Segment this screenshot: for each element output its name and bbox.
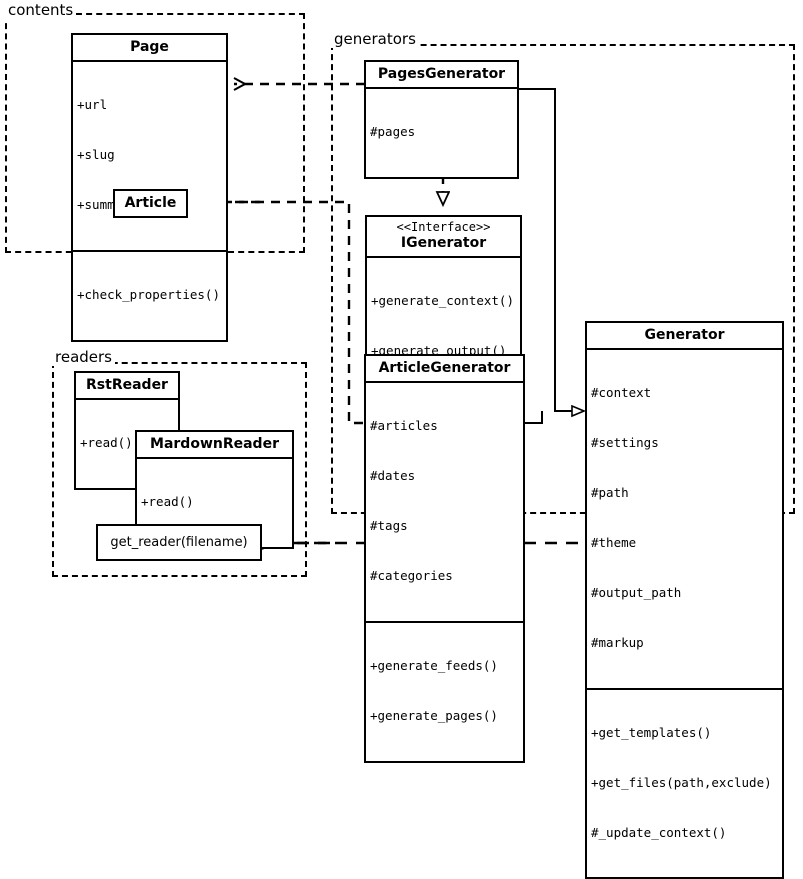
attribute: #context xyxy=(591,385,652,401)
operation: +read() xyxy=(80,435,133,451)
class-igenerator-name: IGenerator xyxy=(400,234,487,251)
class-generator-title: Generator xyxy=(644,327,725,343)
class-generator-attributes: #context #settings #path #theme #output_… xyxy=(587,348,782,688)
class-igenerator-stereotype: <<Interface>> xyxy=(396,220,491,234)
operation: +check_properties() xyxy=(77,287,220,303)
attribute: #dates xyxy=(370,468,416,484)
attribute: #path xyxy=(591,485,629,501)
package-readers-label: readers xyxy=(52,348,115,366)
operation: #_update_context() xyxy=(591,824,727,840)
class-igenerator-title: <<Interface>> IGenerator xyxy=(367,217,520,256)
class-pagesgenerator-title: PagesGenerator xyxy=(377,66,506,82)
class-generator-operations: +get_templates() +get_files(path,exclude… xyxy=(587,687,782,878)
class-page-title: Page xyxy=(130,39,169,55)
class-page-attributes: +url +slug +summary xyxy=(73,60,226,250)
operation: +get_templates() xyxy=(591,724,712,740)
class-rstreader-title: RstReader xyxy=(86,377,168,393)
class-pagesgenerator-attributes: #pages xyxy=(366,87,517,177)
class-page[interactable]: Page +url +slug +summary +check_properti… xyxy=(71,33,228,343)
class-articlegenerator-operations: +generate_feeds() +generate_pages() xyxy=(366,620,523,761)
class-article[interactable]: Article xyxy=(113,189,188,219)
class-article-title: Article xyxy=(124,195,177,211)
attribute: #categories xyxy=(370,567,453,583)
class-generator[interactable]: Generator #context #settings #path #them… xyxy=(585,321,784,879)
class-articlegenerator-title: ArticleGenerator xyxy=(378,360,511,376)
attribute: +url xyxy=(77,97,108,113)
class-articlegenerator-attributes: #articles #dates #tags #categories xyxy=(366,381,523,621)
attribute: +slug xyxy=(77,147,115,163)
attribute: #articles xyxy=(370,418,438,434)
class-page-operations: +check_properties() xyxy=(73,249,226,340)
package-contents-label: contents xyxy=(5,1,77,19)
attribute: #pages xyxy=(370,124,416,140)
class-pagesgenerator[interactable]: PagesGenerator #pages xyxy=(364,60,519,180)
attribute: #settings xyxy=(591,435,659,451)
attribute: #output_path xyxy=(591,584,682,600)
operation: +get_files(path,exclude) xyxy=(591,774,772,790)
operation: +generate_feeds() xyxy=(370,658,498,674)
package-generators-label: generators xyxy=(331,30,419,48)
attribute: #markup xyxy=(591,634,644,650)
class-mardownreader-operations: +read() xyxy=(137,457,292,547)
operation: +generate_pages() xyxy=(370,707,498,723)
operation: +generate_context() xyxy=(371,293,514,309)
operation: +read() xyxy=(141,494,194,510)
class-articlegenerator[interactable]: ArticleGenerator #articles #dates #tags … xyxy=(364,354,525,763)
uml-diagram-canvas: contents generators readers xyxy=(5,1,795,879)
attribute: #theme xyxy=(591,534,637,550)
function-get-reader[interactable]: get_reader(filename) xyxy=(96,524,262,561)
class-mardownreader-title: MardownReader xyxy=(150,436,279,452)
class-rstreader-operations: +read() xyxy=(76,398,178,488)
attribute: #tags xyxy=(370,518,408,534)
package-readers xyxy=(52,362,307,577)
function-get-reader-label: get_reader(filename) xyxy=(110,535,248,550)
